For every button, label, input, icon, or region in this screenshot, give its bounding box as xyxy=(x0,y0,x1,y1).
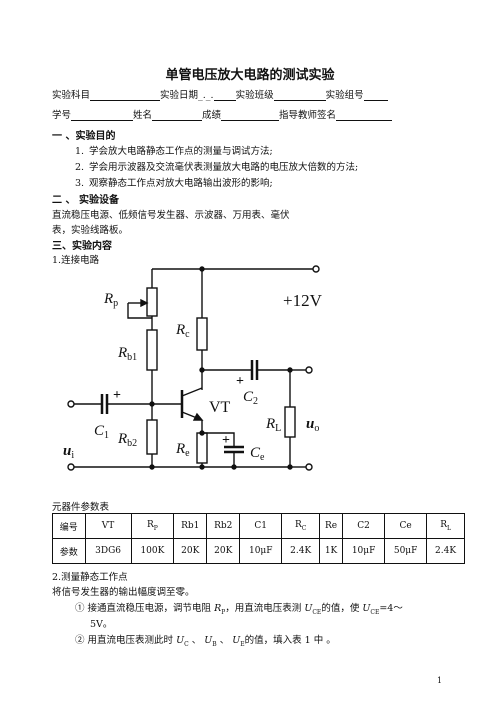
c1-label: C1 xyxy=(94,423,109,441)
rl-resistor xyxy=(284,406,296,438)
table-row: 编号 VT RP Rb1 Rb2 C1 RC Re C2 Ce RL xyxy=(52,513,465,539)
ce-label: Ce xyxy=(250,445,265,463)
table-header-cell: RP xyxy=(130,513,175,539)
re-label: Re xyxy=(175,441,190,459)
objective-num: 2. xyxy=(75,162,85,173)
table-header-cell: VT xyxy=(84,513,132,539)
objective-item: 3. 观察静态工作点对放大电路输出波形的影响; xyxy=(75,175,273,189)
page-title: 单管电压放大电路的测试实验 xyxy=(165,68,335,83)
table-header-cell: 编号 xyxy=(52,513,86,539)
rc-resistor xyxy=(196,317,208,351)
input-ground-terminal xyxy=(67,463,75,471)
ce-plus-sign: + xyxy=(222,433,230,448)
input-terminal xyxy=(67,400,75,408)
rp-label: Rp xyxy=(103,291,118,309)
uo-label: uo xyxy=(306,416,319,434)
rp-resistor xyxy=(146,287,158,317)
score-label: 成绩 xyxy=(202,110,222,121)
re-resistor xyxy=(196,432,208,464)
rl-label: RL xyxy=(265,416,281,434)
objective-item: 1. 学会放大电路静态工作点的测量与调试方法; xyxy=(75,143,273,157)
table-header-cell: Rb2 xyxy=(206,513,241,539)
supply-voltage-label: +12V xyxy=(283,291,323,310)
teacher-label: 指导教师签名 xyxy=(279,110,337,121)
info-row-2: 学号 姓名 成绩 指导教师签名 xyxy=(52,107,393,121)
c2-plus-sign: + xyxy=(236,374,244,389)
id-blank[interactable] xyxy=(71,110,134,121)
info-row-1: 实验科目 实验日期_._. 实验班级 实验组号 xyxy=(52,87,388,101)
table-header-cell: C1 xyxy=(239,513,283,539)
measurement-item-1-cont: 5V。 xyxy=(90,619,113,630)
table-cell: 50μF xyxy=(384,538,428,564)
vt-emitter-arrow xyxy=(192,412,204,421)
table-cell: 10μF xyxy=(239,538,283,564)
vt-collector xyxy=(181,387,203,397)
output-ground-terminal xyxy=(305,463,313,471)
table-header-cell: RL xyxy=(426,513,465,539)
equipment-line-1: 直流稳压电源、低频信号发生器、示波器、万用表、毫伏 xyxy=(52,210,290,221)
table-cell: 10μF xyxy=(342,538,386,564)
table-header-cell: Re xyxy=(319,513,344,539)
teacher-blank[interactable] xyxy=(336,110,393,121)
objective-text: 学会用示波器及交流毫伏表测量放大电路的电压放大倍数的方法; xyxy=(89,162,359,173)
supply-terminal xyxy=(312,265,320,273)
table-row: 参数 3DG6 100K 20K 20K 10μF 2.4K 1K 10μF 5… xyxy=(52,538,465,564)
group-label: 实验组号 xyxy=(325,90,364,101)
objective-num: 3. xyxy=(75,178,85,189)
measurement-item-1: ① 接通直流稳压电源，调节电阻 RP，用直流电压表测 UCE的值，使 UCE=4… xyxy=(75,603,403,616)
ui-label: ui xyxy=(63,443,74,461)
rp-wiper-arrow xyxy=(140,298,149,308)
objective-text: 观察静态工作点对放大电路输出波形的影响; xyxy=(89,178,273,189)
table-cell: 3DG6 xyxy=(84,538,132,564)
table-header-cell: Rb1 xyxy=(173,513,208,539)
component-params-table: 编号 VT RP Rb1 Rb2 C1 RC Re C2 Ce RL 参数 3D… xyxy=(52,513,465,564)
page-number: 1 xyxy=(437,676,443,685)
step-1-label: 1.连接电路 xyxy=(52,255,100,266)
c1-plus-sign: + xyxy=(113,388,121,403)
vt-label: VT xyxy=(209,399,231,416)
score-blank[interactable] xyxy=(221,110,280,121)
c2-label: C2 xyxy=(243,389,258,407)
section-3-heading: 三、实验内容 xyxy=(52,241,112,252)
output-terminal xyxy=(305,366,313,374)
measurement-item-2: ② 用直流电压表测此时 UC 、 UB 、 UE的值，填入表 1 中 。 xyxy=(75,635,336,648)
rb1-label: Rb1 xyxy=(117,345,137,363)
date-blank[interactable]: _._. xyxy=(198,90,214,101)
table-cell: 2.4K xyxy=(281,538,321,564)
group-blank[interactable] xyxy=(363,90,388,101)
class-label: 实验班级 xyxy=(235,90,274,101)
id-label: 学号 xyxy=(52,110,72,121)
class-blank[interactable] xyxy=(273,90,326,101)
name-blank[interactable] xyxy=(152,110,203,121)
rb1-resistor xyxy=(146,329,158,371)
step-2-label: 2.测量静态工作点 xyxy=(52,572,128,583)
table-cell: 20K xyxy=(173,538,208,564)
table-cell: 20K xyxy=(206,538,241,564)
subject-label: 实验科目 xyxy=(52,90,91,101)
table-header-cell: C2 xyxy=(342,513,386,539)
params-caption: 元器件参数表 xyxy=(52,502,110,513)
section-2-heading: 二 、 实验设备 xyxy=(52,195,119,206)
table-header-cell: RC xyxy=(281,513,321,539)
section-1-heading: 一 、实验目的 xyxy=(52,131,116,142)
table-cell: 参数 xyxy=(52,538,86,564)
objective-item: 2. 学会用示波器及交流毫伏表测量放大电路的电压放大倍数的方法; xyxy=(75,159,358,173)
date-label: 实验日期 xyxy=(160,90,199,101)
table-cell: 100K xyxy=(130,538,175,564)
rb2-label: Rb2 xyxy=(117,431,137,449)
objective-text: 学会放大电路静态工作点的测量与调试方法; xyxy=(89,146,273,157)
name-label: 姓名 xyxy=(133,110,153,121)
rc-label: Rc xyxy=(175,322,190,340)
subject-blank[interactable] xyxy=(90,90,161,101)
date-blank-2[interactable] xyxy=(213,90,236,101)
step-2-intro: 将信号发生器的输出幅度调至零。 xyxy=(52,587,195,598)
table-header-cell: Ce xyxy=(384,513,428,539)
table-cell: 1K xyxy=(319,538,344,564)
objective-num: 1. xyxy=(75,146,85,157)
equipment-line-2: 表，实验线路板。 xyxy=(52,225,129,236)
amplifier-circuit-diagram: +12V Rp Rb1 Rb2 Rc Re RL C1 C2 Ce VT ui … xyxy=(63,265,323,471)
rb2-resistor xyxy=(146,419,158,455)
table-cell: 2.4K xyxy=(426,538,465,564)
